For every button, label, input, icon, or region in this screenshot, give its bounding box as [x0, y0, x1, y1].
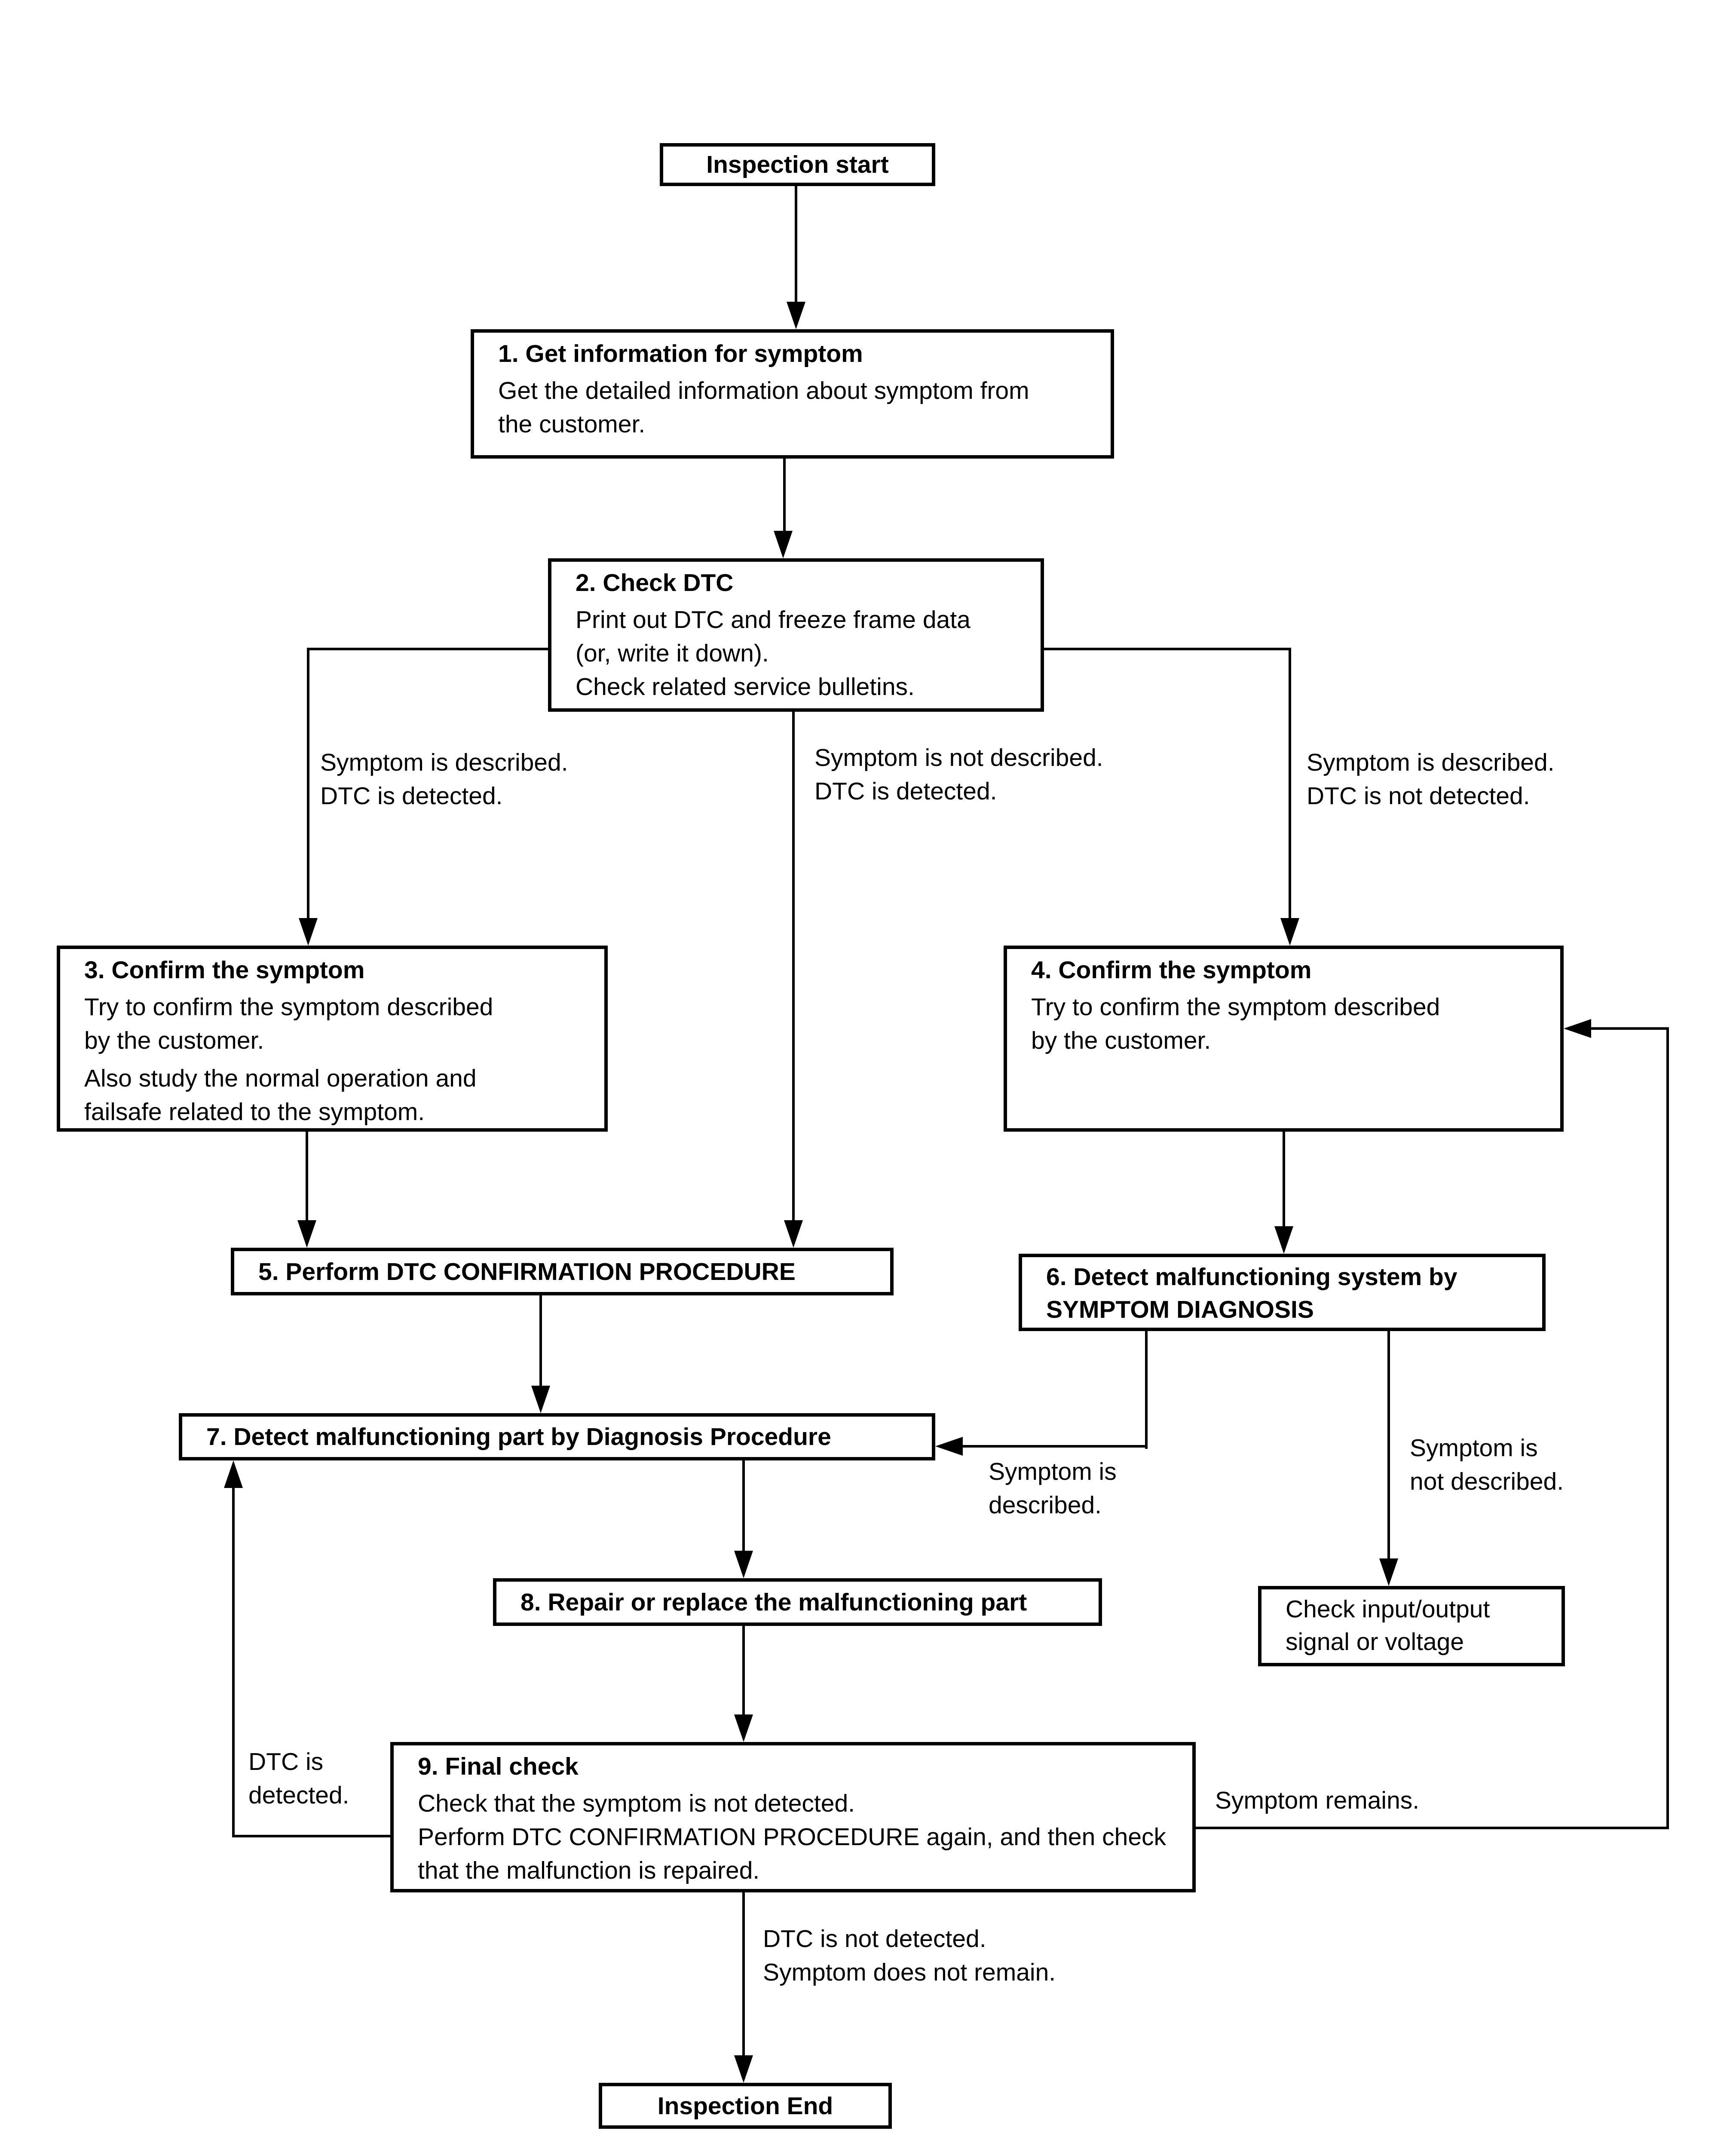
node-check-io: Check input/output signal or voltage [1258, 1586, 1565, 1666]
edge-label-line: DTC is detected. [320, 782, 503, 810]
node-inspection-start: Inspection start [660, 143, 935, 186]
node-step2-title: 2. Check DTC [576, 569, 734, 597]
connector-step9-step4-vertical [1666, 1027, 1669, 1829]
node-step4: 4. Confirm the symptom Try to confirm th… [1004, 946, 1564, 1132]
node-step1-body-line: the customer. [498, 410, 646, 438]
node-step4-body-line: by the customer. [1031, 1027, 1211, 1054]
node-check-io-line: Check input/output [1286, 1595, 1490, 1623]
connector-step1-step2 [783, 459, 786, 531]
edge-label-dtc-not-detected: DTC is not detected. Symptom does not re… [763, 1922, 1056, 1989]
edge-label-line: DTC is not detected. [1307, 782, 1530, 810]
connector-step7-step8 [742, 1460, 745, 1551]
node-inspection-start-label: Inspection start [706, 151, 889, 178]
edge-label-branch-right: Symptom is described. DTC is not detecte… [1307, 746, 1555, 813]
arrowhead-step8-step9 [734, 1714, 753, 1742]
edge-label-line: Symptom remains. [1215, 1787, 1420, 1814]
arrowhead-step9-step4 [1564, 1019, 1591, 1038]
node-step9: 9. Final check Check that the symptom is… [390, 1742, 1196, 1892]
node-step7-title: 7. Detect malfunctioning part by Diagnos… [206, 1423, 831, 1451]
node-inspection-end-label: Inspection End [657, 2092, 833, 2120]
arrowhead-step4-step6 [1274, 1226, 1293, 1254]
node-step3-title: 3. Confirm the symptom [84, 956, 365, 984]
edge-label-line: not described. [1410, 1468, 1564, 1495]
edge-label-line: DTC is not detected. [763, 1925, 986, 1953]
connector-start-step1 [795, 185, 797, 302]
edge-label-line: Symptom is not described. [814, 744, 1103, 771]
arrowhead-start-step1 [787, 302, 805, 329]
edge-label-branch-middle: Symptom is not described. DTC is detecte… [814, 741, 1103, 808]
connector-step2-step3-horizontal [307, 648, 548, 650]
connector-step2-step4-horizontal [1044, 648, 1291, 650]
connector-step6-checkio [1387, 1331, 1390, 1558]
node-step2-body-line: Print out DTC and freeze frame data [576, 606, 971, 634]
connector-step4-step6 [1283, 1132, 1285, 1226]
connector-step6-step7-vertical [1145, 1331, 1148, 1449]
edge-label-branch-left: Symptom is described. DTC is detected. [320, 746, 568, 813]
node-step1-title: 1. Get information for symptom [498, 340, 863, 367]
node-step3: 3. Confirm the symptom Try to confirm th… [57, 946, 608, 1132]
node-step6-title-line: 6. Detect malfunctioning system by [1046, 1263, 1457, 1291]
node-step8-title: 8. Repair or replace the malfunctioning … [520, 1588, 1027, 1616]
connector-step9-step4-top [1591, 1027, 1669, 1030]
arrowhead-step2-step4 [1280, 918, 1299, 946]
node-step5: 5. Perform DTC CONFIRMATION PROCEDURE [231, 1248, 894, 1295]
edge-label-line: DTC is detected. [814, 778, 997, 805]
node-step2-body-line: Check related service bulletins. [576, 673, 915, 701]
arrowhead-step9-end [734, 2055, 753, 2083]
node-step4-body-line: Try to confirm the symptom described [1031, 993, 1440, 1021]
connector-step8-step9 [742, 1626, 745, 1714]
connector-step2-step3-vertical [307, 648, 309, 918]
arrowhead-step2-step3 [299, 918, 318, 946]
edge-label-symptom-remains: Symptom remains. [1215, 1784, 1419, 1817]
node-step8: 8. Repair or replace the malfunctioning … [493, 1578, 1102, 1626]
edge-label-dtc-detected: DTC is detected. [248, 1745, 349, 1812]
node-step3-body-line: failsafe related to the symptom. [84, 1098, 425, 1126]
node-step7: 7. Detect malfunctioning part by Diagnos… [179, 1413, 935, 1460]
connector-step2-step4-vertical [1289, 648, 1291, 918]
arrowhead-step1-step2 [774, 531, 793, 558]
edge-label-line: detected. [248, 1782, 349, 1809]
edge-label-line: Symptom is [989, 1458, 1117, 1485]
connector-step2-step5 [792, 712, 795, 1220]
node-step2-body-line: (or, write it down). [576, 640, 769, 667]
node-inspection-end: Inspection End [599, 2083, 892, 2129]
node-step6: 6. Detect malfunctioning system by SYMPT… [1019, 1254, 1546, 1331]
connector-step9-end [742, 1892, 745, 2055]
arrowhead-step5-step7 [531, 1386, 550, 1413]
node-step4-title: 4. Confirm the symptom [1031, 956, 1312, 984]
edge-label-line: Symptom is [1410, 1434, 1538, 1462]
connector-step9-step7-horizontal [232, 1835, 390, 1837]
edge-label-symptom-described: Symptom is described. [989, 1455, 1117, 1522]
node-step5-title: 5. Perform DTC CONFIRMATION PROCEDURE [258, 1258, 796, 1286]
node-step9-body-line: that the malfunction is repaired. [418, 1857, 760, 1884]
arrowhead-step2-step5 [784, 1220, 803, 1248]
node-step9-title: 9. Final check [418, 1753, 579, 1780]
edge-label-line: Symptom is described. [1307, 749, 1555, 776]
node-step1-body-line: Get the detailed information about sympt… [498, 377, 1029, 404]
connector-step6-step7-horizontal [963, 1445, 1148, 1448]
connector-step3-step5 [306, 1132, 308, 1220]
arrowhead-step7-step8 [734, 1551, 753, 1578]
arrowhead-step6-step7 [935, 1437, 963, 1456]
edge-label-line: Symptom does not remain. [763, 1959, 1056, 1986]
edge-label-line: DTC is [248, 1748, 324, 1776]
arrowhead-step6-checkio [1379, 1558, 1398, 1586]
connector-step9-step4-bottom [1196, 1827, 1669, 1829]
node-step6-title-line: SYMPTOM DIAGNOSIS [1046, 1296, 1314, 1323]
node-step1: 1. Get information for symptom Get the d… [471, 329, 1114, 459]
arrowhead-step9-step7 [224, 1460, 243, 1488]
connector-step5-step7 [539, 1295, 542, 1386]
node-step3-body-line: Try to confirm the symptom described [84, 993, 493, 1021]
node-step2: 2. Check DTC Print out DTC and freeze fr… [548, 558, 1044, 712]
node-step9-body-line: Perform DTC CONFIRMATION PROCEDURE again… [418, 1823, 1167, 1851]
edge-label-line: Symptom is described. [320, 749, 568, 776]
connector-step9-step7-vertical [232, 1488, 235, 1837]
edge-label-line: described. [989, 1491, 1102, 1519]
node-step3-body-line: Also study the normal operation and [84, 1065, 477, 1092]
node-step9-body-line: Check that the symptom is not detected. [418, 1790, 855, 1817]
arrowhead-step3-step5 [297, 1220, 316, 1248]
edge-label-symptom-not-described: Symptom is not described. [1410, 1431, 1564, 1498]
node-check-io-line: signal or voltage [1286, 1628, 1464, 1656]
node-step3-body-line: by the customer. [84, 1027, 264, 1054]
